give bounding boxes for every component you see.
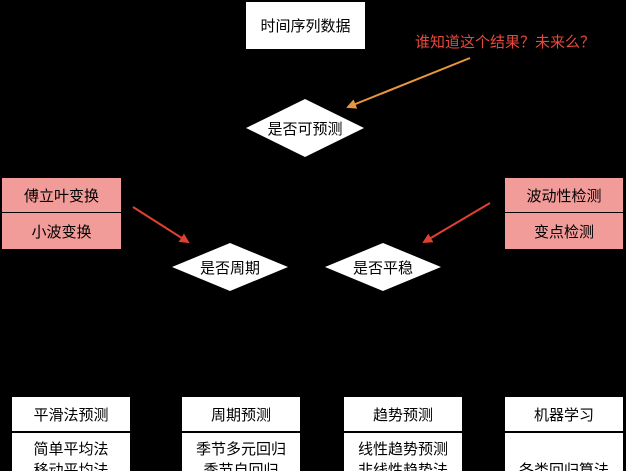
method-wavelet: 小波变换 [2, 213, 121, 249]
decision-stationary: 是否平稳 [325, 243, 441, 291]
column-ml-header-label: 机器学习 [533, 405, 594, 424]
column-trend-body: 线性趋势预测 非线性趋势法 [344, 433, 462, 471]
method-changepoint-label: 变点检测 [533, 222, 594, 241]
column-periodic-item: 季节多元回归 [195, 440, 286, 458]
column-ml-header: 机器学习 [505, 397, 623, 431]
column-periodic-body: 季节多元回归 季节自回归 [182, 433, 300, 471]
method-fourier-label: 傅立叶变换 [23, 186, 99, 205]
column-periodic-header-label: 周期预测 [210, 405, 271, 424]
column-ml-item: 各类回归算法 [518, 461, 609, 471]
column-smoothing-body: 简单平均法 移动平均法 [12, 433, 130, 471]
column-ml-body: 各类回归算法 [505, 433, 623, 471]
column-smoothing-header-label: 平滑法预测 [33, 405, 109, 424]
volatility-to-stationary-arrow [422, 202, 491, 244]
column-smoothing-header: 平滑法预测 [12, 397, 130, 431]
title-box: 时间序列数据 [246, 2, 365, 49]
method-wavelet-label: 小波变换 [31, 222, 92, 241]
method-volatility: 波动性检测 [505, 178, 623, 213]
column-ml-item [505, 439, 623, 460]
column-smoothing-item: 移动平均法 [33, 461, 109, 471]
annotation-text: 谁知道这个结果？未来么？ [415, 33, 596, 51]
column-smoothing-item: 简单平均法 [33, 440, 109, 458]
column-trend-header: 趋势预测 [344, 397, 462, 431]
column-trend-item: 线性趋势预测 [357, 440, 448, 458]
title-label: 时间序列数据 [260, 17, 351, 35]
fourier-to-periodic-arrow [132, 206, 190, 244]
column-trend-header-label: 趋势预测 [372, 405, 433, 424]
decision-predictable-label: 是否可预测 [267, 119, 343, 138]
annotation-arrow [346, 57, 471, 109]
method-fourier: 傅立叶变换 [2, 178, 121, 213]
column-periodic-header: 周期预测 [182, 397, 300, 431]
decision-periodic-label: 是否周期 [199, 258, 260, 277]
decision-periodic: 是否周期 [172, 243, 288, 291]
column-periodic-item: 季节自回归 [203, 461, 279, 471]
method-changepoint: 变点检测 [505, 213, 623, 249]
decision-predictable: 是否可预测 [246, 99, 364, 157]
decision-stationary-label: 是否平稳 [352, 258, 413, 277]
column-trend-item: 非线性趋势法 [357, 461, 448, 471]
method-volatility-label: 波动性检测 [526, 186, 602, 205]
